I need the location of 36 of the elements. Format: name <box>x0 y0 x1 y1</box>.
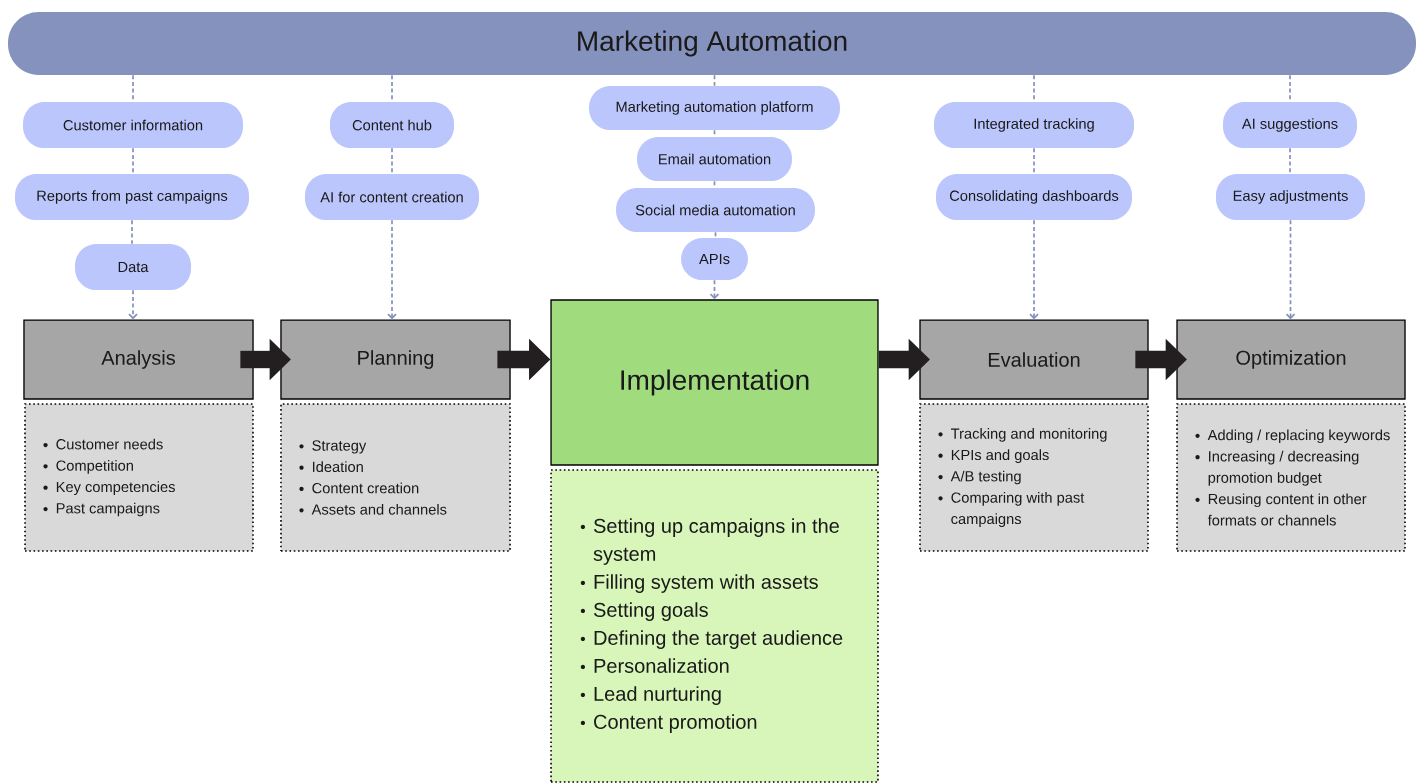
banner-bar: Marketing Automation <box>8 12 1416 75</box>
dashed-arrow <box>387 219 397 320</box>
rounded-pill: Integrated tracking <box>934 102 1134 148</box>
rounded-pill: Data <box>75 244 191 290</box>
rounded-pill: Email automation <box>637 137 792 181</box>
bullet-list-box: Tracking and monitoring KPIs and goals A/B testing Comparing with past campaigns <box>919 403 1149 552</box>
rounded-pill: AI for content creation <box>305 174 479 220</box>
dashed-line <box>713 74 716 87</box>
rounded-pill: Reports from past campaigns <box>15 174 249 220</box>
rounded-pill: Consolidating dashboards <box>936 174 1132 220</box>
bullet-list-box: Strategy Ideation Content creation Assets and channels <box>280 403 511 552</box>
bullet-list-box: Customer needs Competition Key competencies Past campaigns <box>24 403 254 552</box>
bullet-list-box: Setting up campaigns in the system Filling system with assets Setting goals Defining the target audience Personalization Lead nurturing Content promotion <box>550 469 879 783</box>
dashed-line <box>131 219 133 245</box>
rounded-pill: Social media automation <box>616 188 815 232</box>
dashed-arrow <box>128 289 138 320</box>
dashed-line <box>391 147 393 175</box>
bullet-list-box: Adding / replacing keywords Increasing / decreasing promotion budget Reusing content in other formats or channels <box>1176 403 1406 552</box>
dashed-line <box>1289 147 1291 175</box>
dashed-arrow <box>1029 219 1039 320</box>
rounded-pill: Easy adjustments <box>1215 174 1366 220</box>
dashed-arrow <box>709 279 720 300</box>
rounded-pill: Content hub <box>330 102 454 148</box>
process-box: Evaluation <box>919 319 1149 400</box>
rounded-pill: Marketing automation platform <box>589 86 840 130</box>
process-box: Analysis <box>23 319 254 400</box>
process-box: Planning <box>280 319 511 400</box>
process-box: Implementation <box>550 299 879 466</box>
dashed-arrow <box>1285 219 1296 320</box>
dashed-line <box>1033 147 1035 175</box>
process-box: Optimization <box>1176 319 1406 400</box>
rounded-pill: APIs <box>681 238 748 280</box>
dashed-line <box>714 231 717 239</box>
dashed-line <box>132 147 134 175</box>
rounded-pill: Customer information <box>23 102 243 148</box>
rounded-pill: AI suggestions <box>1223 102 1357 148</box>
